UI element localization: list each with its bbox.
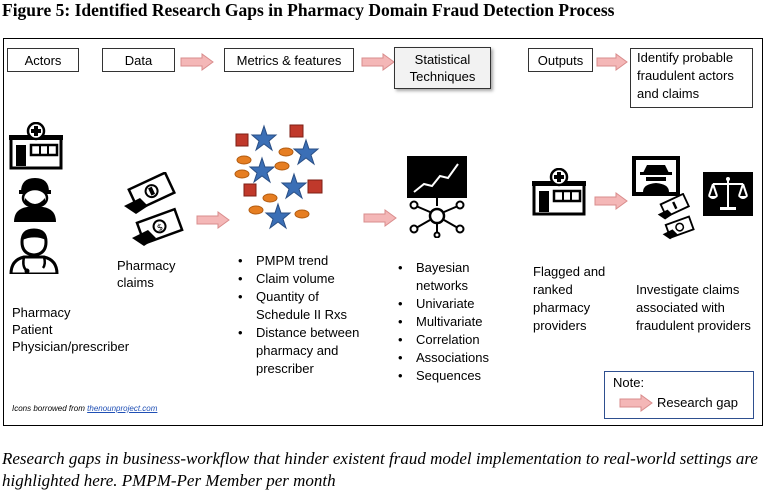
- technique-bayesian-line1: Bayesian: [416, 260, 470, 275]
- diagram-frame: [3, 38, 763, 426]
- metrics-box: Metrics & features: [224, 48, 354, 72]
- pharmacy-store-icon: [9, 122, 63, 170]
- actors-box: Actors: [7, 48, 79, 72]
- metric-distance: Distance between pharmacy and prescriber: [234, 324, 384, 378]
- metric-quantity-line1: Quantity of: [256, 289, 319, 304]
- credit-link[interactable]: thenounproject.com: [87, 404, 158, 413]
- technique-bayesian-line2: networks: [416, 278, 469, 293]
- identify-line2: fraudulent actors: [637, 68, 734, 83]
- gap-arrow-outputs-identify: [596, 53, 628, 71]
- statistical-label-line1: Statistical: [414, 52, 471, 67]
- svg-text:$: $: [156, 223, 165, 234]
- outputs-line2: ranked: [533, 282, 573, 297]
- outputs-box: Outputs: [528, 48, 593, 72]
- icon-credit: Icons borrowed from thenounproject.com: [12, 404, 157, 413]
- scales-icon: [703, 172, 753, 216]
- note-title: Note:: [613, 375, 645, 390]
- metric-pmpm: PMPM trend: [234, 252, 384, 270]
- credit-prefix: Icons borrowed from: [12, 404, 88, 413]
- investigate-line2: associated with: [636, 300, 725, 315]
- identify-box: Identify probable fraudulent actors and …: [630, 48, 753, 108]
- data-label: Data: [124, 52, 153, 68]
- outputs-line4: providers: [533, 318, 587, 333]
- techniques-list: Bayesian networks Univariate Multivariate…: [394, 259, 524, 385]
- gap-arrow-data-icons: [196, 211, 230, 229]
- legend-gap-arrow: [619, 394, 653, 412]
- actors-label: Actors: [24, 52, 62, 68]
- data-cloud-icon: [234, 124, 323, 230]
- note-legend: Note: Research gap: [604, 371, 754, 419]
- statistical-techniques-box: Statistical Techniques: [394, 47, 491, 89]
- metrics-list: PMPM trend Claim volume Quantity of Sched…: [234, 252, 384, 378]
- investigate-line3: fraudulent providers: [636, 318, 751, 333]
- gap-arrow-metrics-techniques: [361, 53, 395, 71]
- technique-correlation: Correlation: [394, 331, 524, 349]
- outputs-text: Flagged and ranked pharmacy providers: [533, 263, 605, 335]
- technique-bayesian: Bayesian networks: [394, 259, 524, 295]
- detective-icon: [632, 156, 680, 196]
- legend-label: Research gap: [657, 395, 738, 410]
- actor-pharmacy: Pharmacy: [12, 305, 71, 320]
- statistical-label-line2: Techniques: [409, 69, 476, 84]
- figure-caption: Research gaps in business-workflow that …: [2, 449, 758, 490]
- data-text: Pharmacy claims: [117, 257, 176, 291]
- metric-claim-volume: Claim volume: [234, 270, 384, 288]
- investigate-text: Investigate claims associated with fraud…: [636, 281, 751, 335]
- metrics-label: Metrics & features: [236, 52, 342, 68]
- outputs-line3: pharmacy: [533, 300, 591, 315]
- technique-sequences: Sequences: [394, 367, 524, 385]
- money-hand-icon: [657, 193, 695, 240]
- metric-quantity: Quantity of Schedule II Rxs: [234, 288, 384, 324]
- technique-multivariate: Multivariate: [394, 313, 524, 331]
- outputs-label: Outputs: [537, 52, 584, 68]
- metric-quantity-line2: Schedule II Rxs: [256, 307, 348, 322]
- identify-line1: Identify probable: [637, 50, 734, 65]
- investigate-line1: Investigate claims: [636, 282, 740, 297]
- figure-title: Figure 5: Identified Research Gaps in Ph…: [2, 0, 615, 20]
- gap-arrow-outputs-icons: [594, 192, 628, 210]
- data-text-line1: Pharmacy: [117, 258, 176, 273]
- technique-univariate: Univariate: [394, 295, 524, 313]
- chart-network-icon: [407, 156, 467, 238]
- actor-patient: Patient: [12, 322, 53, 337]
- metric-distance-line3: prescriber: [256, 361, 314, 376]
- physician-icon: [9, 228, 59, 274]
- metric-distance-line1: Distance between: [256, 325, 360, 340]
- gap-arrow-data-metrics: [180, 53, 214, 71]
- technique-associations: Associations: [394, 349, 524, 367]
- metric-distance-line2: pharmacy and: [256, 343, 339, 358]
- outputs-line1: Flagged and: [533, 264, 606, 279]
- data-box: Data: [102, 48, 175, 72]
- gap-arrow-metrics-icons: [363, 209, 397, 227]
- actors-text: Pharmacy Patient Physician/prescriber: [12, 304, 129, 355]
- money-hand-icon: $: [124, 172, 184, 246]
- patient-icon: [14, 178, 56, 222]
- actor-physician: Physician/prescriber: [12, 339, 130, 354]
- identify-line3: and claims: [637, 86, 700, 101]
- data-text-line2: claims: [117, 275, 154, 290]
- pharmacy-store-icon: [532, 168, 586, 216]
